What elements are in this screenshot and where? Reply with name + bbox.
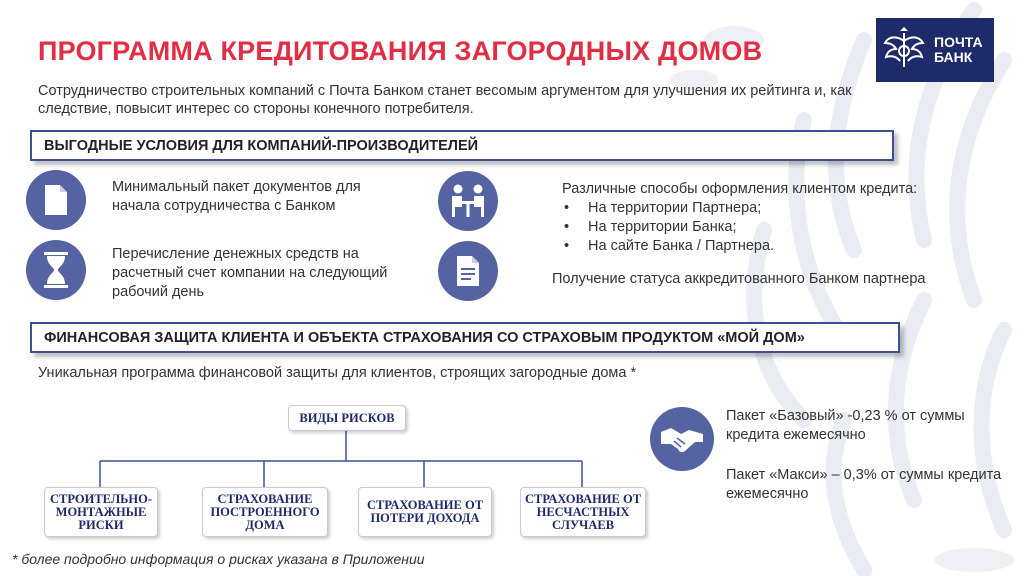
list-item: На территории Банка;: [562, 218, 972, 237]
condition-min-documents: Минимальный пакет документов для начала …: [112, 179, 361, 214]
certificate-icon: [438, 241, 498, 301]
section2-heading: ФИНАНСОВАЯ ЗАЩИТА КЛИЕНТА И ОБЪЕКТА СТРА…: [30, 322, 900, 353]
page-subtitle: Сотрудничество строительных компаний с П…: [38, 83, 852, 117]
section2-intro: Уникальная программа финансовой защиты д…: [38, 365, 637, 381]
condition-credit-methods: Различные способы оформления клиентом кр…: [562, 180, 972, 256]
pochta-bank-logo: ПОЧТА БАНК: [876, 18, 994, 82]
meeting-icon: [438, 171, 498, 231]
handshake-icon: [650, 407, 714, 471]
page-title: ПРОГРАММА КРЕДИТОВАНИЯ ЗАГОРОДНЫХ ДОМОВ: [38, 36, 763, 66]
footnote: * более подробно информация о рисках ука…: [12, 551, 425, 567]
eagle-emblem-icon: [876, 18, 932, 82]
credit-methods-intro: Различные способы оформления клиентом кр…: [562, 181, 918, 197]
risk-types-tree: ВИДЫ РИСКОВ СТРОИТЕЛЬНО-МОНТАЖНЫЕ РИСКИ …: [20, 395, 646, 545]
hourglass-icon: [26, 240, 86, 300]
section1-heading: ВЫГОДНЫЕ УСЛОВИЯ ДЛЯ КОМПАНИЙ-ПРОИЗВОДИТ…: [30, 130, 894, 161]
logo-line1: ПОЧТА: [934, 34, 983, 50]
logo-line2: БАНК: [934, 49, 973, 65]
condition-funds-transfer: Перечисление денежных средств на расчетн…: [112, 246, 388, 300]
package-maxi: Пакет «Макси» – 0,3% от суммы кредита еж…: [726, 467, 1002, 502]
package-basic: Пакет «Базовый» -0,23 % от суммы кредита…: [726, 408, 965, 443]
risk-built-house: СТРАХОВАНИЕ ПОСТРОЕННОГО ДОМА: [202, 487, 328, 537]
risk-root: ВИДЫ РИСКОВ: [288, 405, 406, 431]
risk-construction: СТРОИТЕЛЬНО-МОНТАЖНЫЕ РИСКИ: [44, 487, 158, 537]
condition-accreditation: Получение статуса аккредитованного Банко…: [552, 271, 926, 287]
risk-accidents: СТРАХОВАНИЕ ОТ НЕСЧАСТНЫХ СЛУЧАЕВ: [520, 487, 646, 537]
document-icon: [26, 170, 86, 230]
risk-income-loss: СТРАХОВАНИЕ ОТ ПОТЕРИ ДОХОДА: [358, 487, 492, 537]
credit-methods-list: На территории Партнера; На территории Ба…: [562, 199, 972, 256]
list-item: На сайте Банка / Партнера.: [562, 237, 972, 256]
tree-connectors: [99, 429, 583, 487]
list-item: На территории Партнера;: [562, 199, 972, 218]
